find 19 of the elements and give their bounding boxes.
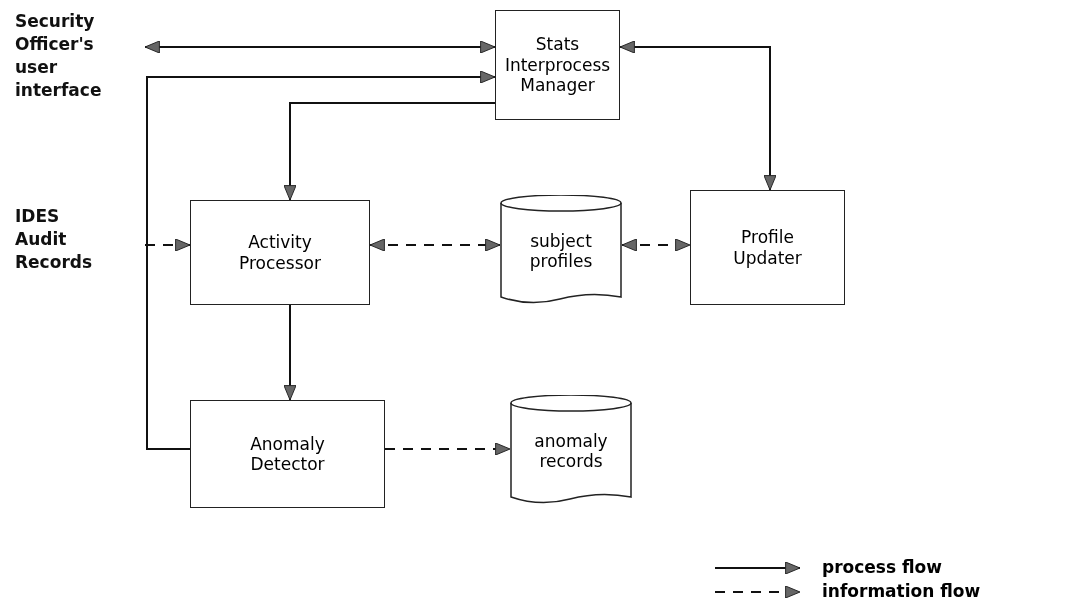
dashed-arrow — [369, 238, 501, 252]
arrow — [619, 40, 777, 191]
process-box: Stats Interprocess Manager — [495, 10, 620, 120]
arrow — [283, 304, 297, 401]
node-label: anomaly records — [533, 430, 609, 472]
process-box: Activity Processor — [190, 200, 370, 305]
arrow — [144, 40, 496, 54]
source-label: IDES Audit Records — [15, 205, 145, 300]
dashed-arrow — [621, 238, 691, 252]
arrow — [283, 102, 496, 201]
source-label: Security Officer's user interface — [15, 10, 145, 128]
arrow — [146, 70, 496, 450]
dashed-arrow — [384, 442, 511, 456]
process-box: Anomaly Detector — [190, 400, 385, 508]
legend-label: process flow — [822, 557, 942, 577]
process-box: Profile Updater — [690, 190, 845, 305]
legend-label: information flow — [822, 581, 981, 601]
node-label: subject profiles — [528, 230, 594, 272]
dashed-arrow — [144, 238, 191, 252]
